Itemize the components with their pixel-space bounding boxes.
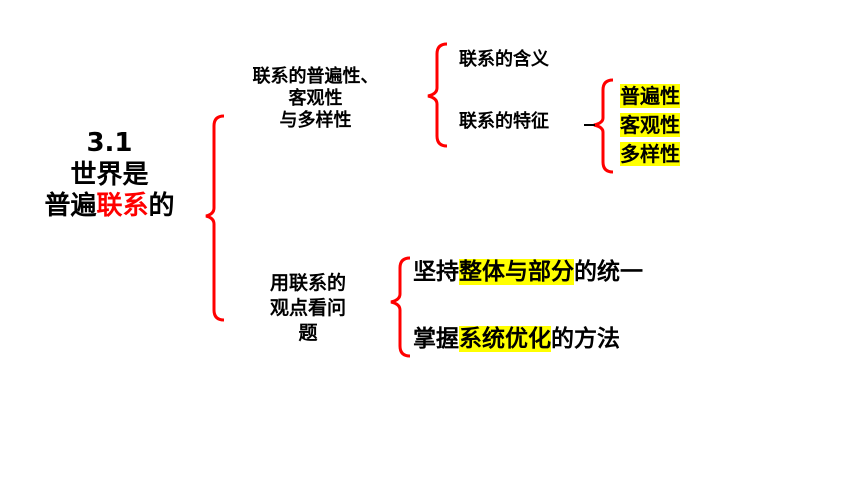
method-item-2-post: 的方法 [551,326,620,352]
main-bracket [205,114,225,322]
branch2-bracket [390,256,411,358]
feature-item: 客观性 [620,113,680,137]
root-line-3: 普遍联系的 [22,191,197,223]
feature-list: 普遍性 客观性 多样性 [620,82,680,169]
root-line-1: 3.1 [86,128,133,158]
branch1-line-2: 客观性 [288,87,343,109]
root-line-3-pre: 普遍 [44,191,97,222]
method-item-2-pre: 掌握 [413,326,459,352]
method-item-1-highlight: 整体与部分 [459,259,574,285]
branch2-title: 用联系的 观点看问 题 [238,271,378,346]
method-item-1: 坚持整体与部分的统一 [413,258,643,286]
features-connector [584,124,595,126]
root-line-3-emphasis: 联系 [96,191,149,222]
link-features-label: 联系的特征 [459,111,549,132]
root-line-3-post: 的 [148,191,175,222]
branch1-title: 联系的普遍性、 客观性 与多样性 [228,66,403,132]
method-item-1-post: 的统一 [574,259,643,285]
branch1-line-1: 联系的普遍性、 [252,66,379,87]
method-item-1-pre: 坚持 [413,259,459,285]
branch2-line-1: 用联系的 [269,272,346,294]
method-item-2: 掌握系统优化的方法 [413,325,620,353]
root-topic: 3.1 世界是 普遍联系的 [22,128,197,223]
branch2-line-2: 观点看问 [269,297,346,320]
feature-item: 多样性 [620,142,680,166]
branch1-bracket [427,42,448,148]
method-item-2-highlight: 系统优化 [459,326,551,352]
branch2-line-3: 题 [298,322,318,345]
features-bracket [593,78,614,174]
link-meaning-label: 联系的含义 [459,49,549,70]
root-line-2: 世界是 [70,159,149,190]
branch1-line-3: 与多样性 [279,109,352,131]
feature-item: 普遍性 [620,84,680,108]
